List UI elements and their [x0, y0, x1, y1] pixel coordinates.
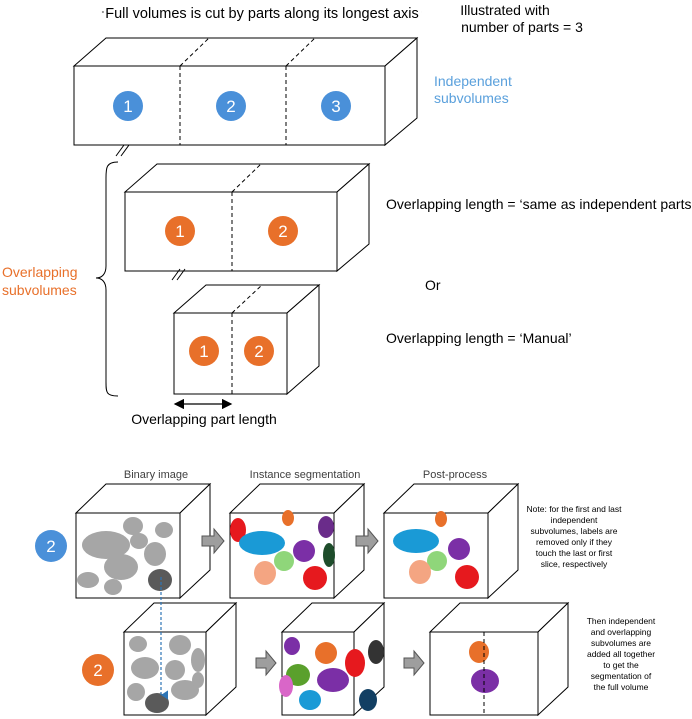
- svg-text:subvolumes are: subvolumes are: [591, 638, 651, 648]
- col-label-postprocess: Post-process: [423, 469, 488, 481]
- svg-text:2: 2: [93, 661, 102, 680]
- then-text: Then independent and overlapping subvolu…: [587, 616, 656, 692]
- row1-postprocess-cube: [382, 482, 520, 600]
- overlap-same-badge-1: 1: [165, 216, 195, 246]
- or-text: Or: [425, 277, 441, 293]
- row2-step-arrow-1: [255, 649, 277, 677]
- overlap-cuboid-same-divider: [231, 163, 262, 271]
- svg-text:2: 2: [46, 537, 55, 556]
- overlap-part-length-label: Overlapping part length: [131, 411, 277, 427]
- overlap-same-badge-2: 2: [268, 216, 298, 246]
- svg-text:added all together: added all together: [587, 649, 655, 659]
- svg-text:1: 1: [123, 97, 132, 116]
- row1-step-arrow-1: [201, 527, 225, 555]
- break-mark-2: [171, 268, 186, 281]
- svg-text:removed only if they: removed only if they: [536, 537, 613, 547]
- note-text: Note: for the first and last independent…: [527, 504, 623, 569]
- overlapping-brace: [95, 161, 119, 397]
- svg-text:independent: independent: [551, 515, 598, 525]
- svg-text:to get the: to get the: [603, 660, 639, 670]
- svg-text:Note: for the first and last: Note: for the first and last: [527, 504, 623, 514]
- independent-badge-3: 3: [321, 91, 351, 121]
- svg-text:slice, respectively: slice, respectively: [541, 559, 608, 569]
- row1-step-arrow-2: [355, 527, 379, 555]
- independent-badge-2: 2: [216, 91, 246, 121]
- overlap-text-same: Overlapping length = ‘same as independen…: [386, 196, 692, 212]
- svg-text:1: 1: [199, 342, 208, 361]
- row2-instance-cube: [279, 601, 386, 717]
- header-cut-text: Full volumes is cut by parts along its l…: [105, 6, 419, 22]
- overlapping-label-line2: subvolumes: [2, 282, 77, 298]
- row2-step-arrow-2: [403, 649, 425, 677]
- svg-text:1: 1: [175, 222, 184, 241]
- svg-text:2: 2: [278, 222, 287, 241]
- svg-text:3: 3: [331, 97, 340, 116]
- col-label-binary: Binary image: [124, 469, 188, 481]
- independent-label-line1: Independent: [434, 73, 512, 89]
- row1-instance-cube: [228, 482, 366, 600]
- header-illustrated-line1: Illustrated with: [460, 2, 549, 18]
- row1-badge: 2: [35, 530, 67, 562]
- row2-postprocess-cube: [428, 601, 570, 717]
- overlap-cuboid-same: [123, 162, 371, 273]
- svg-text:the full volume: the full volume: [594, 682, 649, 692]
- header-illustrated-line2: number of parts = 3: [461, 19, 583, 35]
- svg-text:Then independent: Then independent: [587, 616, 656, 626]
- svg-text:subvolumes, labels are: subvolumes, labels are: [531, 526, 618, 536]
- full-volume-dividers: [179, 37, 316, 145]
- svg-text:2: 2: [226, 97, 235, 116]
- overlap-manual-badge-1: 1: [189, 336, 219, 366]
- overlap-text-manual: Overlapping length = ‘Manual’: [386, 330, 572, 346]
- col-label-instance: Instance segmentation: [250, 469, 361, 481]
- overlapping-label-line1: Overlapping: [2, 264, 78, 280]
- svg-text:touch the last or first: touch the last or first: [536, 548, 613, 558]
- row1-binary-cube: [74, 482, 212, 600]
- row2-binary-cube: [122, 601, 238, 717]
- independent-label-line2: subvolumes: [434, 90, 509, 106]
- break-mark-1: [115, 144, 130, 157]
- independent-badge-1: 1: [113, 91, 143, 121]
- svg-text:segmentation of: segmentation of: [591, 671, 652, 681]
- row2-badge: 2: [82, 654, 114, 686]
- overlap-manual-badge-2: 2: [244, 336, 274, 366]
- svg-text:2: 2: [254, 342, 263, 361]
- svg-text:and overlapping: and overlapping: [591, 627, 652, 637]
